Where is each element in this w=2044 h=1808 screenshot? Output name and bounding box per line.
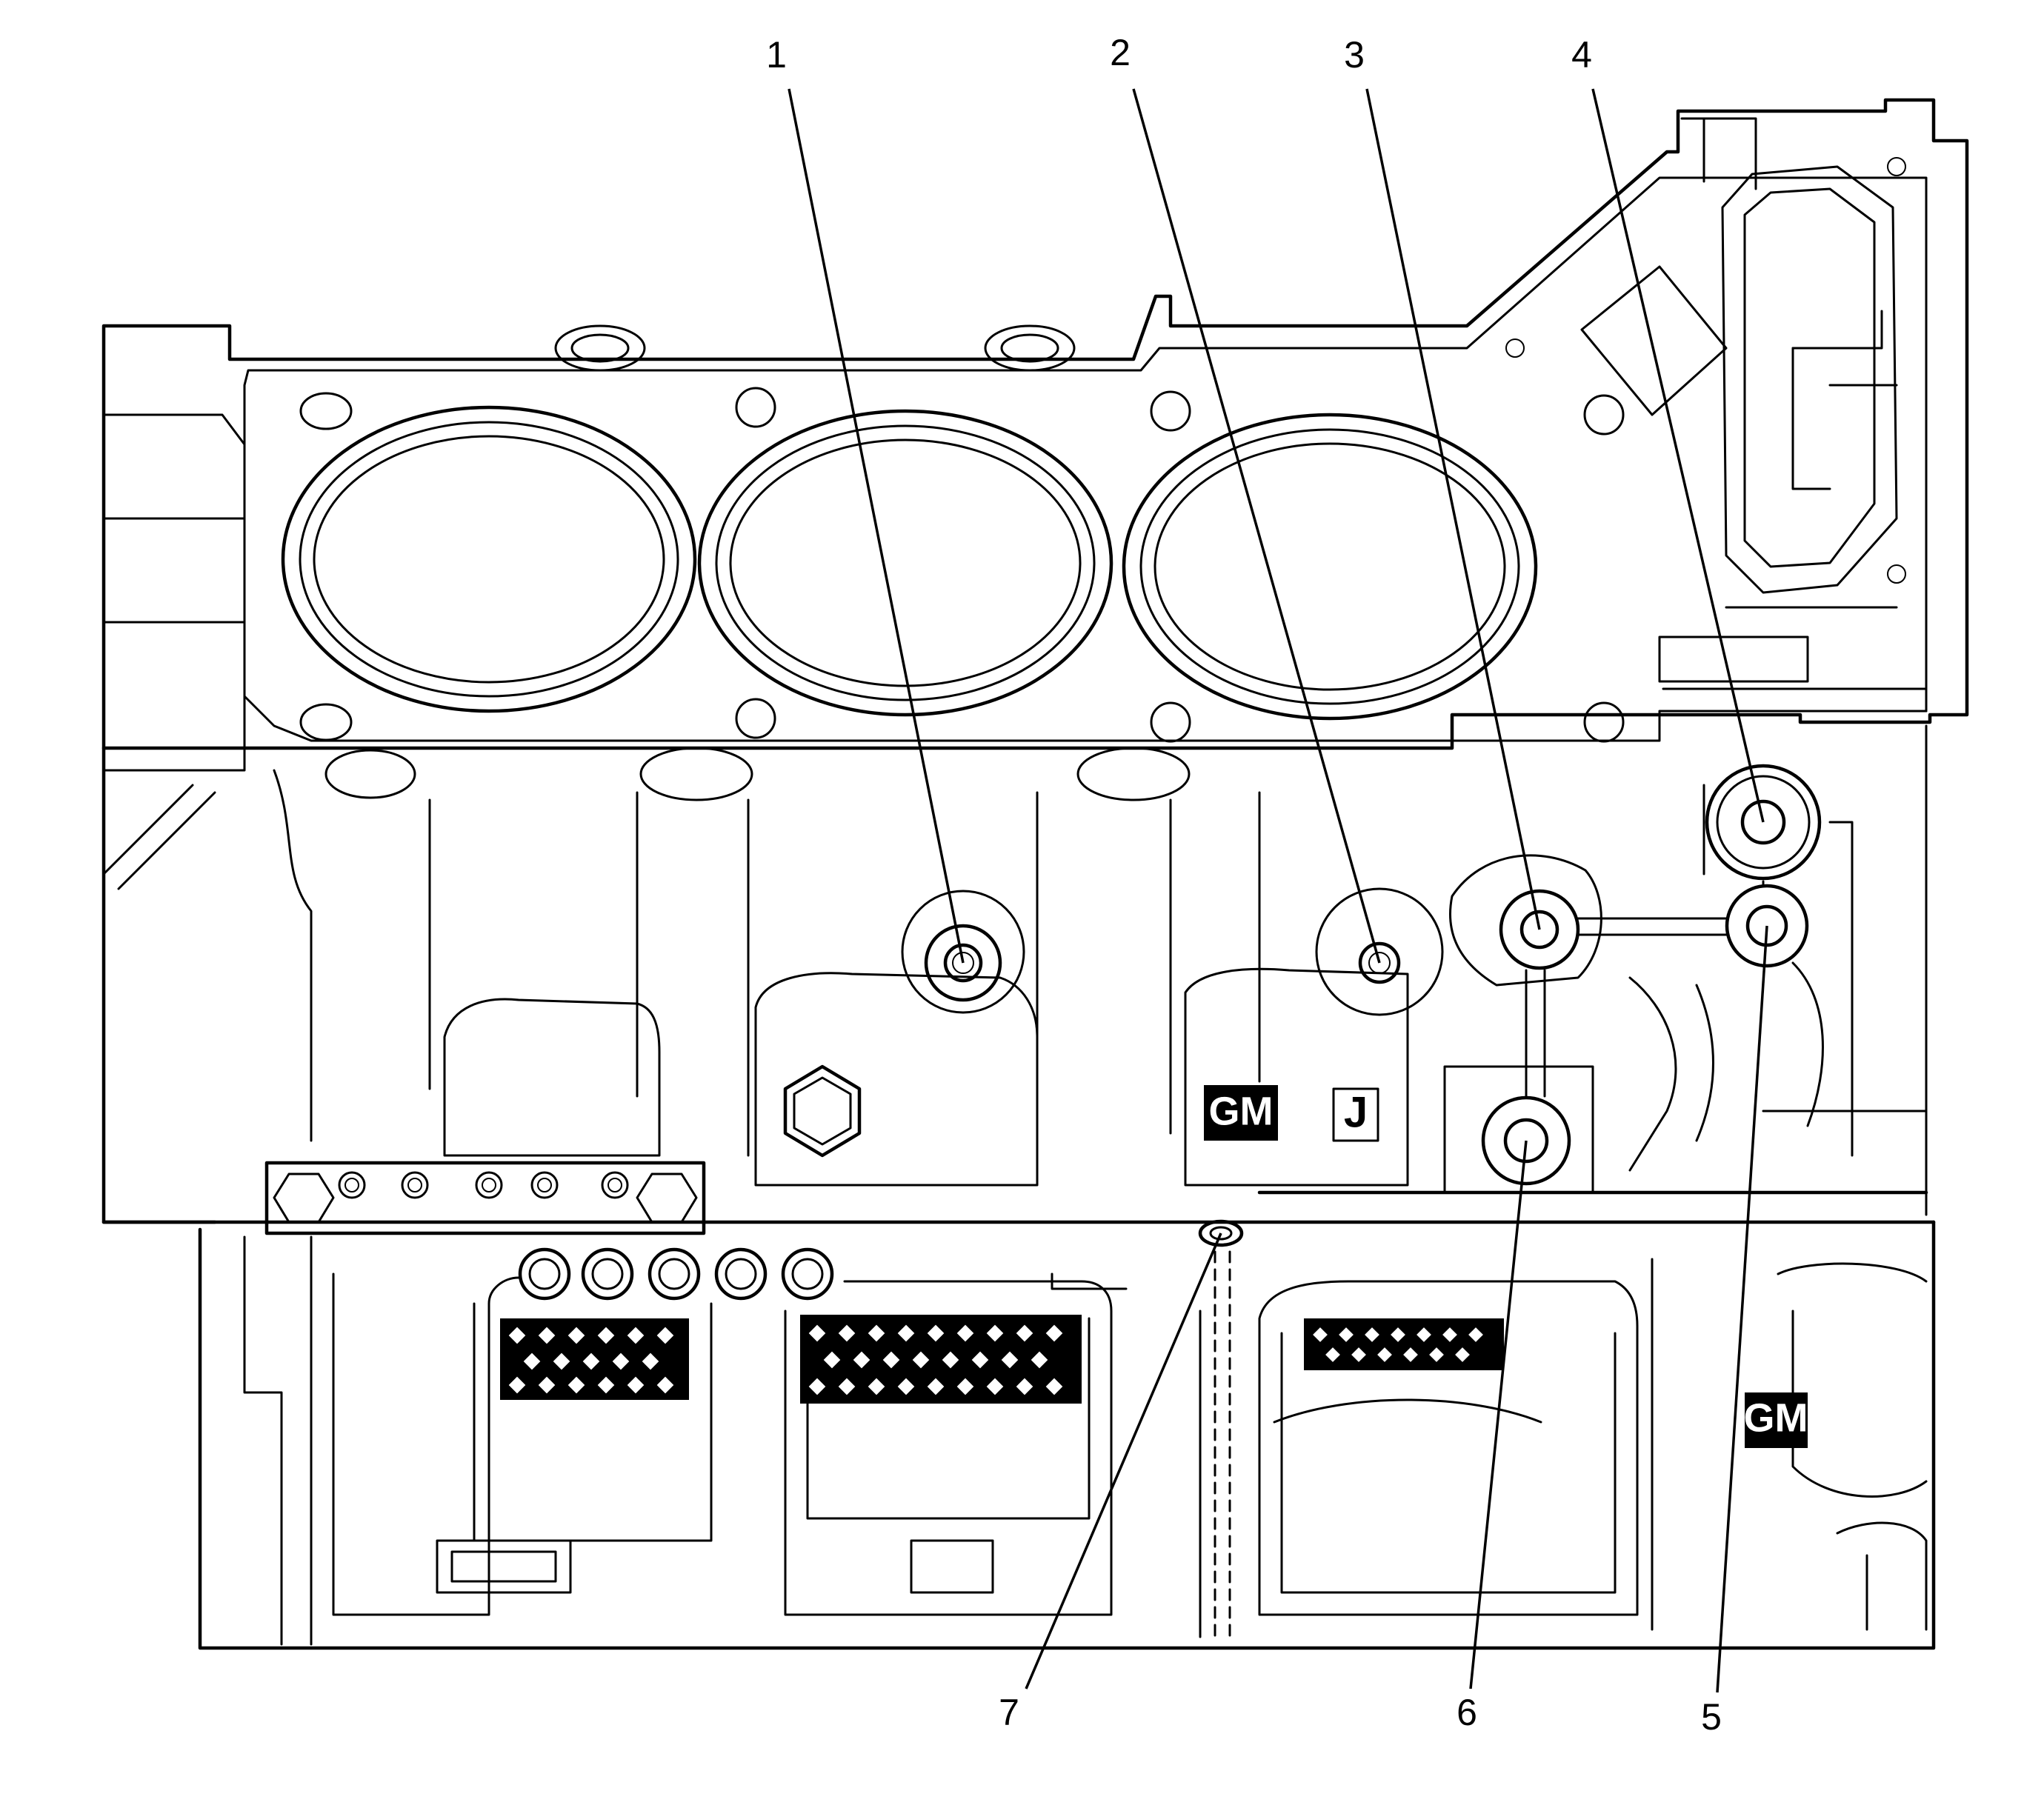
oil-gallery-rail <box>264 1161 706 1235</box>
hatched-window-3 <box>1304 1318 1504 1370</box>
cylinder-bore-3 <box>1122 413 1538 721</box>
callout-3: 3 <box>1344 34 1365 76</box>
lower-block <box>101 1219 1936 1650</box>
callout-7: 7 <box>999 1692 1019 1733</box>
casting-mark-j: J <box>1344 1088 1368 1136</box>
upper-block <box>101 98 1969 890</box>
boss-3 <box>1449 854 1602 987</box>
gm-logo-upper <box>1204 1085 1278 1141</box>
block-side <box>101 724 1928 1235</box>
leader-6 <box>1469 1140 1528 1689</box>
gm-logo-upper-text: GM <box>1209 1089 1274 1133</box>
deck-holes <box>299 157 1906 801</box>
gm-logo-lower <box>1745 1392 1808 1448</box>
leader-2 <box>1132 88 1381 964</box>
boss-1 <box>901 890 1025 1014</box>
leader-5 <box>1716 925 1768 1693</box>
callout-6: 6 <box>1457 1692 1477 1733</box>
leader-1 <box>788 88 965 964</box>
timing-cover-region <box>1580 117 1928 713</box>
gm-logo-lower-text: GM <box>1744 1395 1808 1440</box>
leader-3 <box>1365 88 1541 930</box>
oil-drain-plug <box>1198 1219 1244 1642</box>
bedplate-bolts <box>518 1247 834 1301</box>
callout-1: 1 <box>766 34 787 76</box>
callout-2: 2 <box>1110 32 1131 73</box>
callout-leaders <box>788 88 1768 1693</box>
cylinder-bore-1 <box>281 405 697 713</box>
boss-4 <box>1705 764 1822 881</box>
leader-7 <box>1025 1232 1222 1689</box>
boss-2 <box>1315 887 1444 1016</box>
callout-5: 5 <box>1701 1696 1722 1738</box>
cylinder-bore-2 <box>697 409 1113 717</box>
casting-markings: GM J GM <box>1204 1085 1808 1448</box>
leader-4 <box>1591 88 1765 823</box>
hex-plug <box>783 1064 862 1158</box>
hatched-window-1 <box>500 1318 689 1400</box>
callout-labels: 1 2 3 4 5 6 7 <box>766 32 1722 1738</box>
boss-6 <box>1481 1095 1571 1186</box>
hatched-window-2 <box>800 1315 1082 1404</box>
callout-4: 4 <box>1571 34 1592 76</box>
